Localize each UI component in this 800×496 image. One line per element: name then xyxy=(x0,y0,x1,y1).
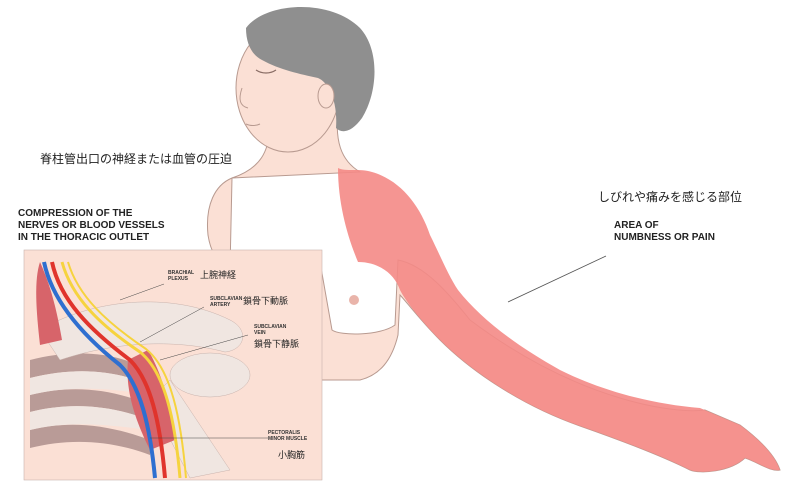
subclavian-artery-label: SUBCLAVIAN ARTERY xyxy=(210,296,243,308)
compression-label-en: COMPRESSION OF THE NERVES OR BLOOD VESSE… xyxy=(18,208,165,243)
nose xyxy=(239,87,249,109)
area-label-jp: しびれや痛みを感じる部位 xyxy=(598,190,743,204)
pain-area xyxy=(338,168,780,472)
compression-label-jp: 脊柱管出口の神経または血管の圧迫 xyxy=(40,152,233,166)
ear xyxy=(317,83,335,109)
brachial-plexus-label-jp: 上腕神経 xyxy=(200,271,237,281)
brachial-plexus-label: BRACHIAL PLEXUS xyxy=(168,270,195,282)
eye xyxy=(255,69,277,74)
subclavian-artery-label-jp: 鎖骨下動脈 xyxy=(243,297,289,307)
area-label-en: AREA OF NUMBNESS OR PAIN xyxy=(614,220,715,243)
nipple xyxy=(349,295,359,305)
mouth xyxy=(245,123,261,126)
pectoralis-label-jp: 小胸筋 xyxy=(278,451,306,461)
subclavian-vein-label-jp: 鎖骨下静脈 xyxy=(254,340,300,350)
subclavian-vein-label: SUBCLAVIAN VEIN xyxy=(254,324,287,336)
pectoralis-label: PECTORALIS MINOR MUSCLE xyxy=(268,430,308,442)
inset-panel xyxy=(23,249,323,481)
hair xyxy=(246,6,375,132)
pain-leader-line xyxy=(507,255,607,303)
